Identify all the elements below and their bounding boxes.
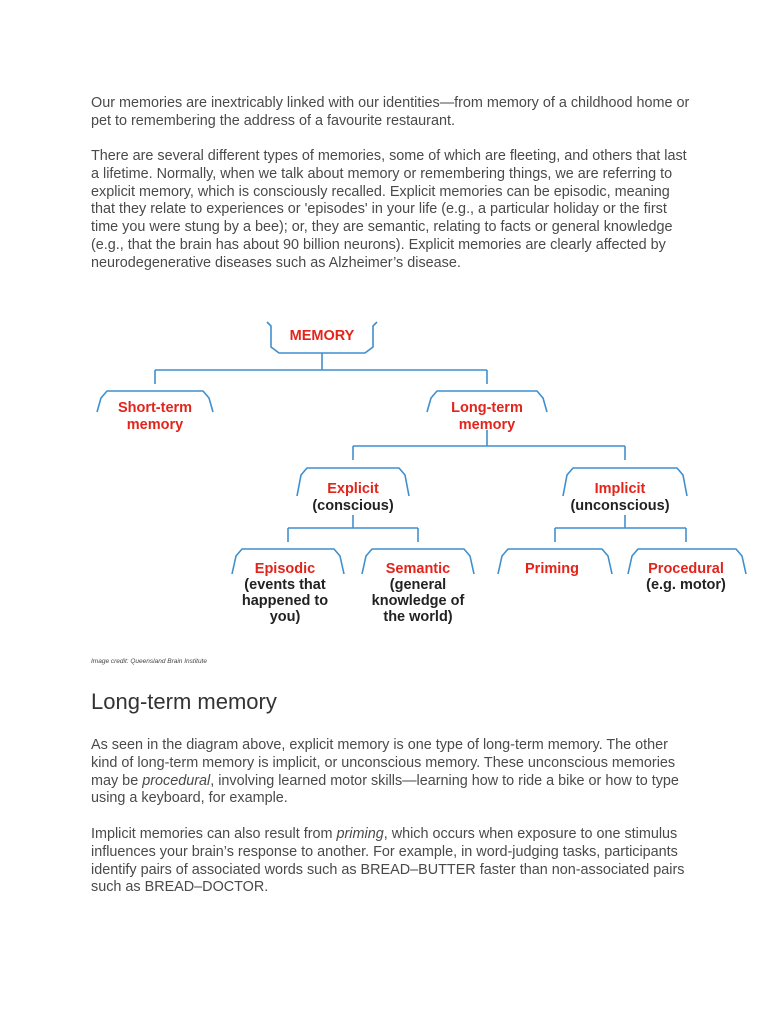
long-term-label-line2: memory [459, 417, 515, 433]
short-term-bracket [96, 390, 214, 413]
long-term-bracket [426, 390, 548, 413]
short-term-label-line1: Short-term [118, 400, 192, 416]
section-paragraph-2: Implicit memories can also result from p… [91, 826, 691, 897]
explicit-bracket [296, 467, 410, 497]
episodic-sublabel-line3: you) [270, 609, 301, 625]
section-paragraph-1: As seen in the diagram above, explicit m… [91, 737, 691, 808]
section-heading: Long-term memory [91, 689, 277, 714]
implicit-label: Implicit [595, 481, 646, 497]
procedural-sublabel: (e.g. motor) [646, 577, 726, 593]
emphasis-priming: priming [336, 826, 384, 842]
intro-paragraph-1: Our memories are inextricably linked wit… [91, 95, 690, 129]
episodic-sublabel-line1: (events that [244, 577, 326, 593]
text-run: Implicit memories can also result from [91, 826, 337, 842]
text-run: , involving learned motor skills—learnin… [91, 772, 679, 807]
memory-types-diagram: MEMORY Short-term memory Long-term memor… [96, 321, 747, 625]
text-run: , which occurs when exposure to one stim… [91, 826, 685, 896]
episodic-label: Episodic [255, 561, 315, 577]
implicit-bracket [562, 467, 688, 497]
semantic-sublabel-line1: (general [390, 577, 446, 593]
semantic-sublabel-line3: the world) [383, 609, 452, 625]
diagram-connectors [96, 321, 747, 575]
image-credit: Image credit: Queensland Brain Institute [91, 658, 207, 665]
long-term-label-line1: Long-term [451, 400, 523, 416]
semantic-bracket [361, 548, 475, 575]
episodic-sublabel-line2: happened to [242, 593, 328, 609]
episodic-bracket [231, 548, 345, 575]
explicit-sublabel: (conscious) [312, 498, 394, 514]
priming-label: Priming [525, 561, 579, 577]
priming-bracket [497, 548, 613, 575]
procedural-label: Procedural [648, 561, 724, 577]
implicit-sublabel: (unconscious) [570, 498, 669, 514]
semantic-label: Semantic [386, 561, 450, 577]
procedural-bracket [627, 548, 747, 575]
text-run: As seen in the diagram above, explicit m… [91, 737, 676, 789]
explicit-label: Explicit [327, 481, 379, 497]
semantic-sublabel-line2: knowledge of [372, 593, 465, 609]
intro-paragraph-2: There are several different types of mem… [91, 148, 687, 271]
short-term-label-line2: memory [127, 417, 183, 433]
memory-label: MEMORY [290, 328, 355, 344]
emphasis-procedural: procedural [142, 772, 211, 789]
